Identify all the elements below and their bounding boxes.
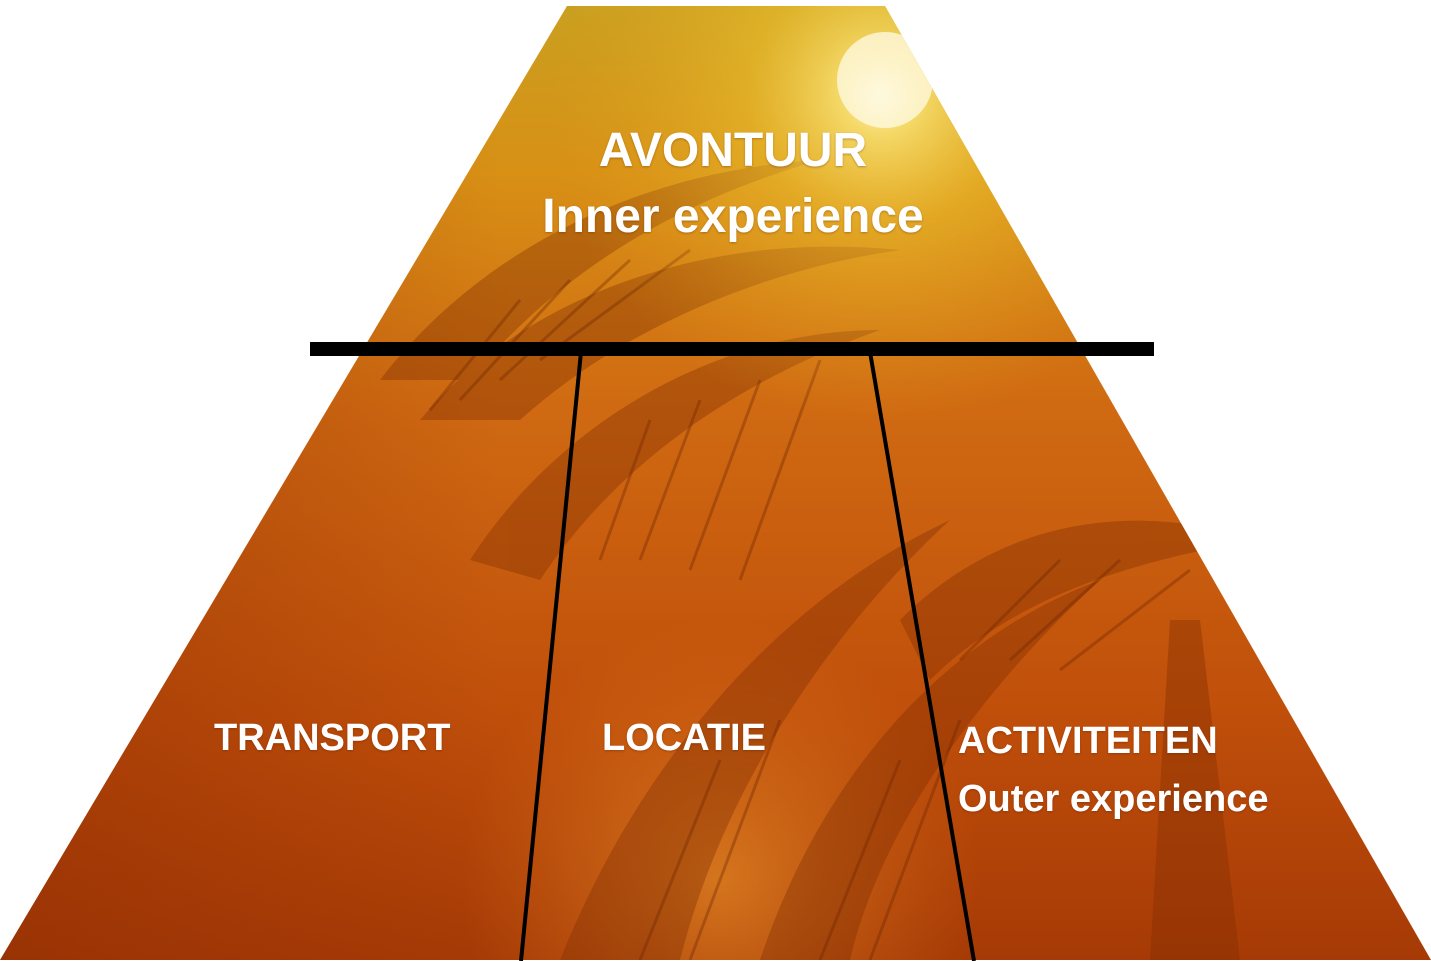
left-divider (519, 351, 583, 961)
transport-section-label: TRANSPORT (214, 712, 450, 764)
activiteiten-subtitle: Outer experience (958, 778, 1269, 820)
activiteiten-title: ACTIVITEITEN (958, 720, 1218, 762)
locatie-title: LOCATIE (602, 717, 766, 759)
top-section-subtitle: Inner experience (542, 190, 924, 243)
top-section-title: AVONTUUR (598, 124, 868, 177)
locatie-section-label: LOCATIE (602, 712, 766, 764)
right-divider (868, 351, 976, 961)
top-section-label: AVONTUUR Inner experience (433, 118, 1033, 250)
activiteiten-section-label: ACTIVITEITEN Outer experience (958, 712, 1268, 828)
transport-title: TRANSPORT (214, 717, 451, 759)
